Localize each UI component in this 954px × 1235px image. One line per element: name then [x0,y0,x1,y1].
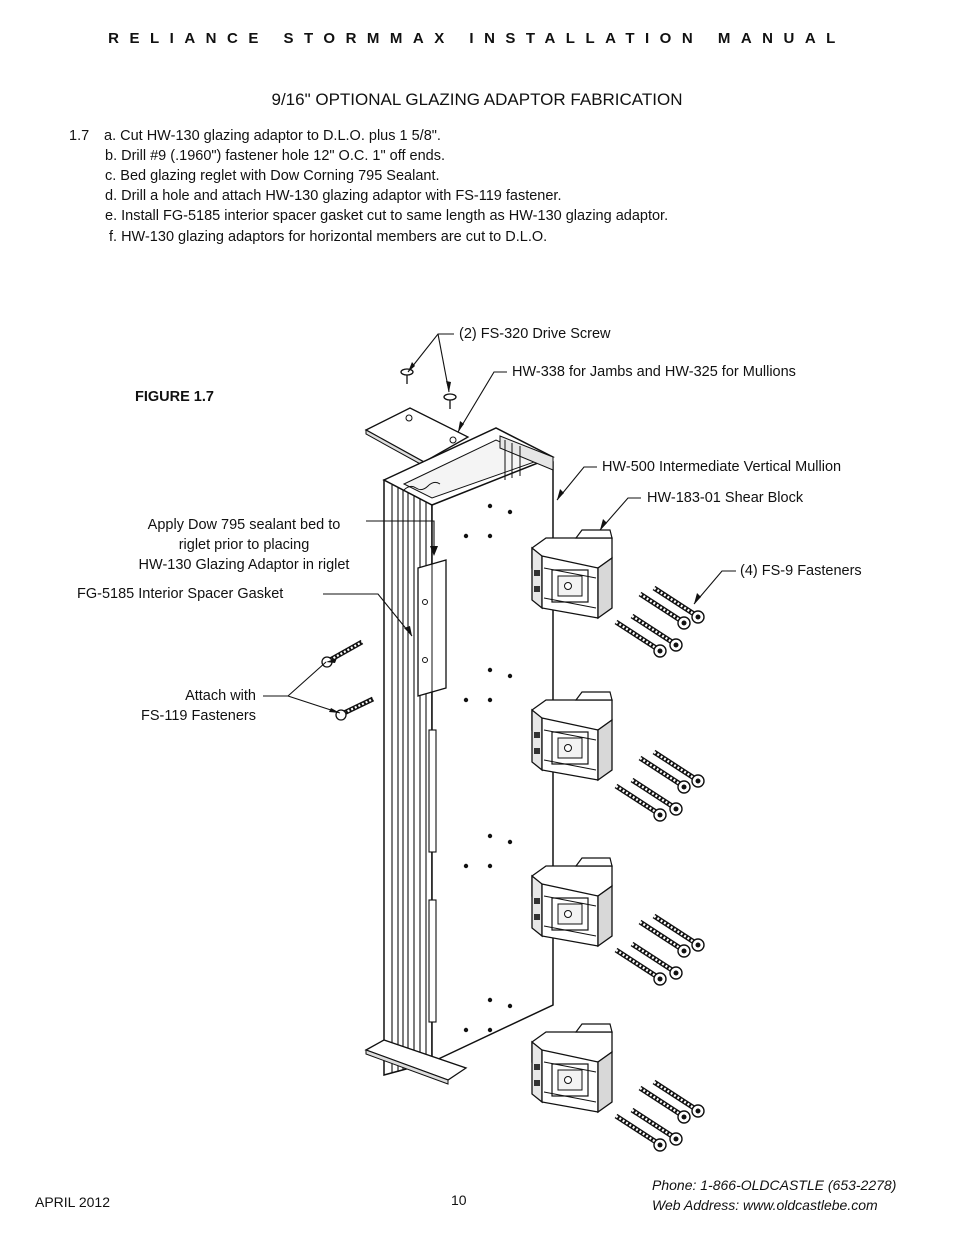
step-d: d. Drill a hole and attach HW-130 glazin… [105,188,562,204]
step-a: a. Cut HW-130 glazing adaptor to D.L.O. … [104,128,441,144]
step-number: 1.7 [69,128,90,144]
callout-gasket: FG-5185 Interior Spacer Gasket [77,586,284,602]
callout-attach-line2: FS-119 Fasteners [141,708,256,724]
callout-jamb-mullion: HW-338 for Jambs and HW-325 for Mullions [512,364,796,380]
callout-fs9: (4) FS-9 Fasteners [740,563,862,579]
callout-sealant-line1: Apply Dow 795 sealant bed to [147,517,341,533]
footer-contact: Phone: 1-866-OLDCASTLE (653-2278) Web Ad… [652,1175,896,1215]
callout-sealant-line2: riglet prior to placing [178,537,310,553]
step-b: b. Drill #9 (.1960") fastener hole 12" O… [105,148,445,164]
callout-attach: Attach with FS-119 Fasteners [90,686,256,726]
manual-header: RELIANCE STORMMAX INSTALLATION MANUAL [108,30,846,47]
callout-sealant: Apply Dow 795 sealant bed to riglet prio… [114,515,374,575]
step-f: f. HW-130 glazing adaptors for horizonta… [109,229,548,245]
callout-shear-block: HW-183-01 Shear Block [647,490,804,506]
callout-sealant-line3: HW-130 Glazing Adaptor in riglet [138,557,350,573]
step-c: c. Bed glazing reglet with Dow Corning 7… [105,168,440,184]
section-title: 9/16" OPTIONAL GLAZING ADAPTOR FABRICATI… [271,90,683,109]
page-number: 10 [451,1192,467,1208]
figure-label: FIGURE 1.7 [135,389,214,405]
footer-phone: Phone: 1-866-OLDCASTLE (653-2278) [652,1177,897,1193]
callout-attach-line1: Attach with [185,688,256,704]
callout-vertical-mullion: HW-500 Intermediate Vertical Mullion [602,459,842,475]
callout-drive-screw: (2) FS-320 Drive Screw [459,326,611,342]
step-e: e. Install FG-5185 interior spacer gaske… [105,208,669,224]
footer-web: Web Address: www.oldcastlebe.com [652,1197,878,1213]
footer-date: APRIL 2012 [35,1194,110,1210]
